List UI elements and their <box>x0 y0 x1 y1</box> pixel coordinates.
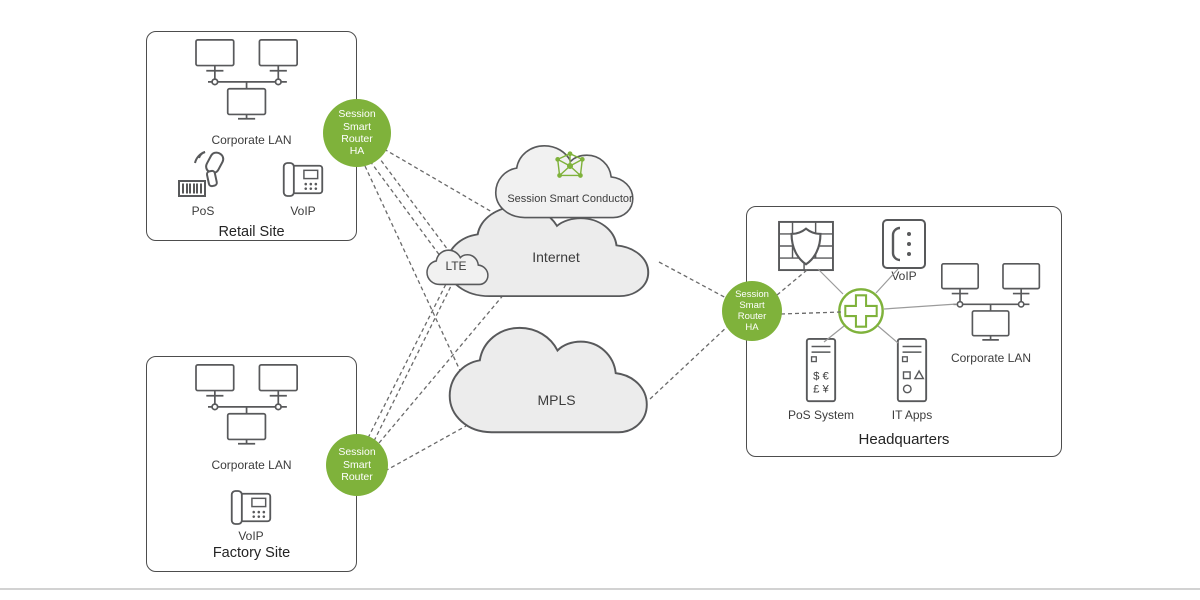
page-divider <box>0 588 1200 590</box>
pos-system-label: PoS System <box>787 408 855 422</box>
corporate-lan-icon <box>940 263 1041 341</box>
mpls-label: MPLS <box>537 392 576 408</box>
pos-scanner-icon <box>178 151 225 197</box>
pos-symbols-row1: $ € <box>813 371 829 383</box>
pos-server-icon: $ € £ ¥ <box>805 337 837 403</box>
router-cross-icon <box>838 288 884 334</box>
voip-label: VoIP <box>238 529 264 543</box>
voip-phone-icon <box>282 162 324 197</box>
conductor-icon <box>555 151 585 178</box>
retail-site-title: Retail Site <box>218 224 285 240</box>
session-smart-router-factory: Session Smart Router <box>326 434 388 496</box>
corporate-lan-icon <box>195 39 298 120</box>
headquarters-title: Headquarters <box>858 431 950 448</box>
lte-cloud <box>426 249 489 286</box>
firewall-icon <box>778 220 834 272</box>
internet-label: Internet <box>532 249 580 265</box>
lte-label: LTE <box>445 259 467 273</box>
factory-site-panel: Corporate LAN VoIP Factory Site <box>146 356 357 572</box>
factory-site-title: Factory Site <box>212 545 291 561</box>
wan-links <box>364 148 842 472</box>
conductor-label: Session Smart Conductor <box>507 193 633 205</box>
session-smart-router-ha-retail: Session Smart Router HA <box>323 99 391 167</box>
it-apps-server-icon <box>896 337 928 403</box>
it-apps-label: IT Apps <box>891 408 933 422</box>
corporate-lan-label: Corporate LAN <box>211 133 292 147</box>
mpls-cloud <box>448 326 648 434</box>
voip-label: VoIP <box>290 204 316 218</box>
hq-lan-links <box>817 268 958 344</box>
session-smart-router-ha-hq: Session Smart Router HA <box>722 281 782 341</box>
pos-symbols-row2: £ ¥ <box>813 384 829 396</box>
corporate-lan-icon <box>195 364 298 445</box>
corporate-lan-label: Corporate LAN <box>211 458 292 472</box>
corporate-lan-label: Corporate LAN <box>950 351 1032 365</box>
pos-label: PoS <box>191 204 215 218</box>
voip-label: VoIP <box>891 269 917 283</box>
voip-gateway-icon <box>882 219 926 269</box>
voip-phone-icon <box>230 490 272 525</box>
headquarters-panel: VoIP Corporate LAN $ € £ ¥ <box>746 206 1062 457</box>
